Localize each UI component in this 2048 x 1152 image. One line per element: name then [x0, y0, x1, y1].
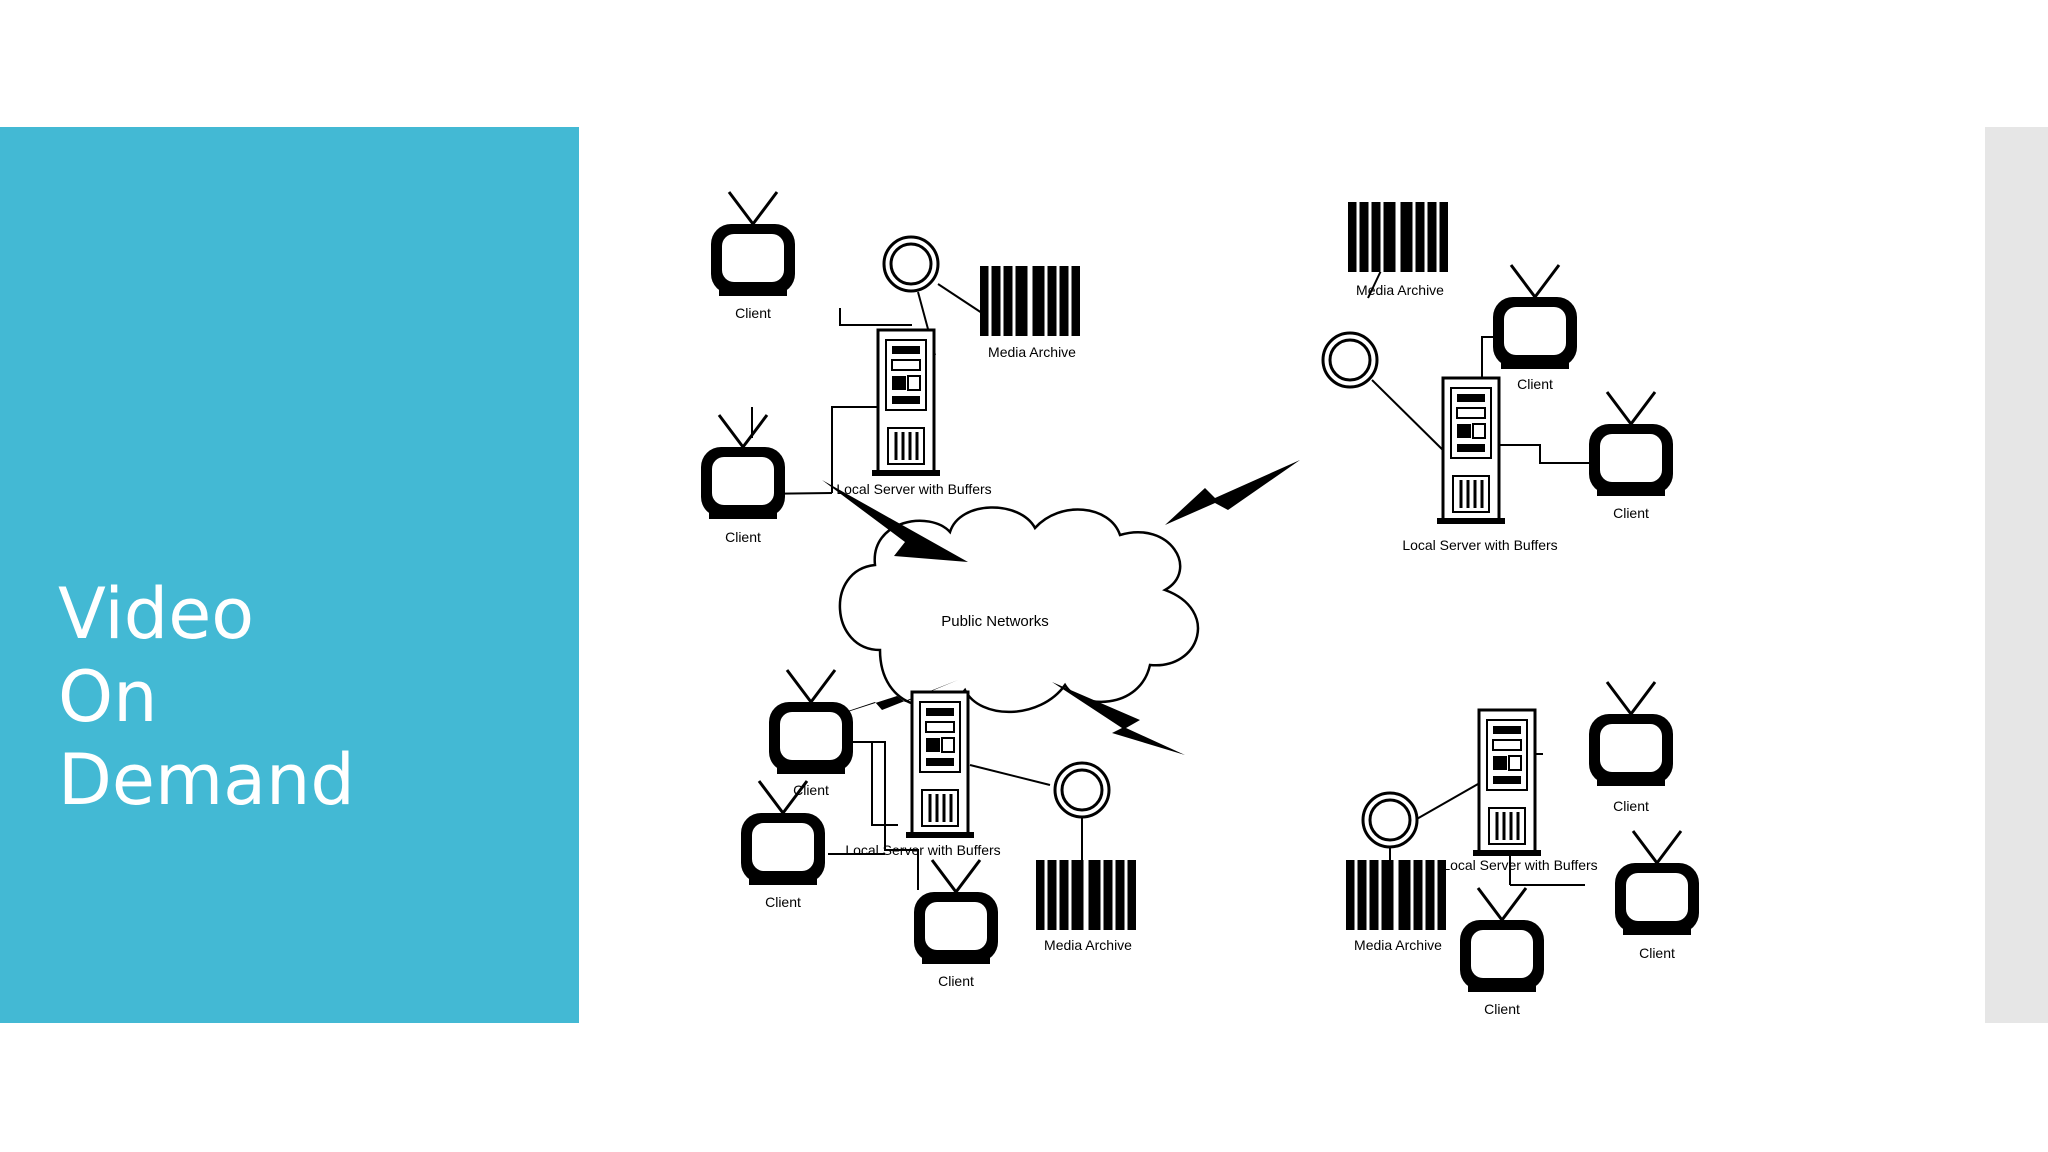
client-label: Client: [765, 894, 801, 910]
archive-label: Media Archive: [1354, 937, 1442, 953]
lightning-bolt-top-right: [1165, 460, 1300, 525]
server-label: Local Server with Buffers: [836, 481, 991, 497]
drive-icon: [1321, 331, 1379, 389]
server-icon: [904, 690, 976, 840]
public-network-cloud: [838, 506, 1200, 714]
tv-client-icon: [1458, 886, 1546, 994]
archive-label: Media Archive: [988, 344, 1076, 360]
site-bottom-left: Local Server with Buffers Media Archive …: [739, 668, 1136, 989]
drive-icon: [1053, 761, 1111, 819]
tv-client-icon: [1491, 263, 1579, 371]
tv-client-icon: [1613, 829, 1701, 937]
archive-label: Media Archive: [1044, 937, 1132, 953]
server-icon: [870, 328, 942, 478]
lightning-bolt-bottom-right: [1052, 682, 1185, 755]
lightning-bolt-top-left: [822, 480, 968, 562]
media-archive-icon: [1346, 860, 1446, 930]
client-label: Client: [1613, 505, 1649, 521]
title-panel: Video On Demand: [0, 127, 579, 1023]
client-label: Client: [1613, 798, 1649, 814]
drive-icon: [1361, 791, 1419, 849]
site-top-left: Local Server with Buffers Media Archive …: [699, 190, 1080, 545]
tv-client-icon: [912, 858, 1000, 966]
right-edge-strip: [1985, 127, 2048, 1023]
server-label: Local Server with Buffers: [845, 842, 1000, 858]
archive-label: Media Archive: [1356, 282, 1444, 298]
slide-title-line-1: Video: [58, 573, 255, 655]
client-label: Client: [735, 305, 771, 321]
site-top-right: Local Server with Buffers Media Archive …: [1321, 202, 1675, 553]
slide-title-line-3: Demand: [58, 739, 355, 821]
client-label: Client: [725, 529, 761, 545]
slide-title: Video On Demand: [58, 573, 355, 822]
media-archive-icon: [1036, 860, 1136, 930]
server-label: Local Server with Buffers: [1442, 857, 1597, 873]
client-label: Client: [938, 973, 974, 989]
client-label: Client: [793, 782, 829, 798]
site-bottom-right: Local Server with Buffers Media Archive …: [1346, 680, 1701, 1017]
tv-client-icon: [699, 413, 787, 521]
client-label: Client: [1484, 1001, 1520, 1017]
tv-client-icon: [767, 668, 855, 776]
server-icon: [1435, 376, 1507, 526]
tv-client-icon: [709, 190, 797, 298]
cloud-label: Public Networks: [941, 613, 1049, 630]
server-icon: [1471, 708, 1543, 858]
media-archive-icon: [980, 266, 1080, 336]
tv-client-icon: [1587, 680, 1675, 788]
client-label: Client: [1639, 945, 1675, 961]
media-archive-icon: [1348, 202, 1448, 272]
drive-icon: [882, 235, 940, 293]
server-label: Local Server with Buffers: [1402, 537, 1557, 553]
slide-title-line-2: On: [58, 656, 158, 738]
tv-client-icon: [1587, 390, 1675, 498]
client-label: Client: [1517, 376, 1553, 392]
vod-network-diagram: Public Networks Local Server with Buffer…: [699, 190, 1701, 1017]
